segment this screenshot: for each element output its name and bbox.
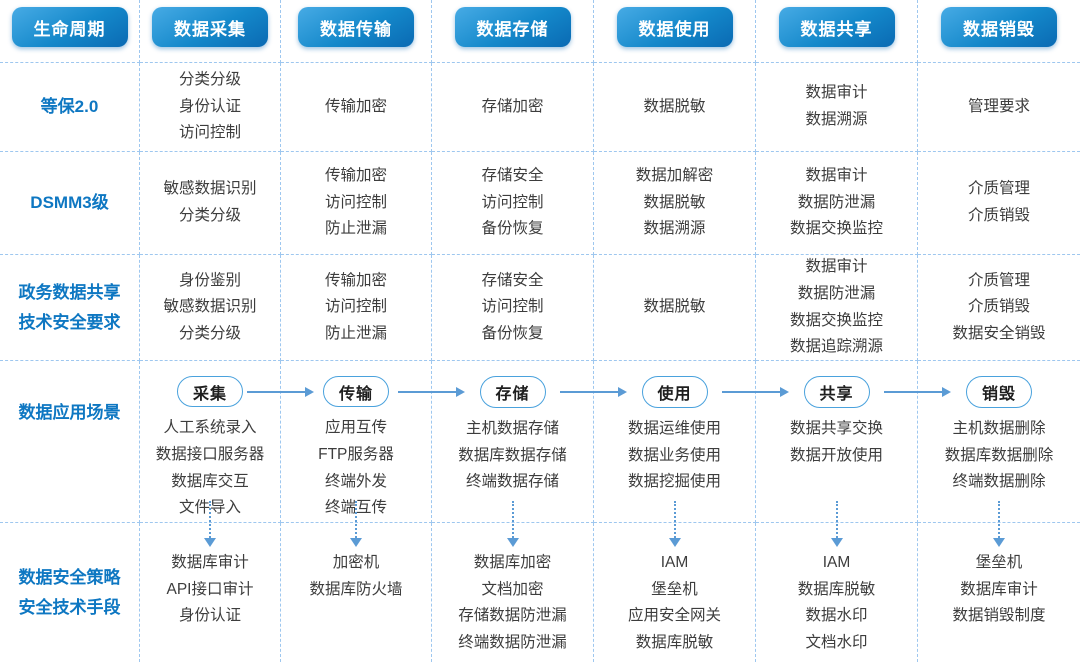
cell-text: 数据审计数据溯源 — [805, 84, 868, 128]
header-button-lifecycle: 生命周期 — [11, 7, 128, 47]
cell-gov-sharing: 数据审计数据防泄漏数据交换监控数据追踪溯源 — [756, 255, 918, 361]
cell-scenario-storage: 存储 主机数据存储数据库数据存储终端数据存储 — [432, 361, 594, 523]
scenario-list: 主机数据删除数据库数据删除终端数据删除 — [944, 420, 1054, 491]
cell-gov-storage: 存储安全访问控制备份恢复 — [432, 255, 594, 361]
cell-dsmm-destruction: 介质管理介质销毁 — [918, 152, 1080, 255]
cell-dengbao-usage: 数据脱敏 — [594, 63, 756, 152]
header-cell-transmission: 数据传输 — [281, 0, 432, 63]
cell-security-transmission: 加密机数据库防火墙 — [281, 523, 432, 662]
cell-dengbao-collection: 分类分级身份认证访问控制 — [140, 63, 281, 152]
header-cell-usage: 数据使用 — [594, 0, 756, 63]
cell-text: 敏感数据识别分类分级 — [163, 180, 257, 224]
cell-dengbao-transmission: 传输加密 — [281, 63, 432, 152]
stage-pill-collection: 采集 — [177, 376, 243, 408]
cell-text: 数据脱敏 — [643, 97, 706, 115]
cell-text: 存储安全访问控制备份恢复 — [481, 271, 544, 342]
row-label-cell-security-measures: 数据安全策略安全技术手段 — [0, 523, 140, 662]
stage-pill-storage: 存储 — [479, 376, 546, 408]
cell-text: 分类分级身份认证访问控制 — [178, 71, 241, 142]
scenario-list: 主机数据存储数据库数据存储终端数据存储 — [458, 420, 567, 491]
row-label-cell-dsmm: DSMM3级 — [0, 152, 140, 255]
security-list: 数据库加密文档加密存储数据防泄漏终端数据防泄漏 — [458, 554, 567, 651]
header-button-destruction: 数据销毁 — [941, 7, 1057, 47]
header-cell-collection: 数据采集 — [140, 0, 281, 63]
cell-security-destruction: 堡垒机数据库审计数据销毁制度 — [918, 523, 1080, 662]
row-label-cell-scenarios: 数据应用场景 — [0, 361, 140, 523]
stage-pill-transmission: 传输 — [323, 376, 389, 408]
cell-text: 传输加密 — [324, 97, 387, 115]
header-cell-destruction: 数据销毁 — [918, 0, 1080, 63]
cell-text: 传输加密访问控制防止泄漏 — [324, 271, 387, 342]
scenario-list: 人工系统录入数据接口服务器数据库交互文件导入 — [155, 419, 265, 517]
cell-text: 介质管理介质销毁数据安全销毁 — [952, 271, 1046, 342]
cell-text: 数据审计数据防泄漏数据交换监控数据追踪溯源 — [789, 258, 883, 356]
cell-text: 介质管理介质销毁 — [967, 180, 1030, 224]
cell-dsmm-transmission: 传输加密访问控制防止泄漏 — [281, 152, 432, 255]
scenario-list: 数据共享交换数据开放使用 — [789, 420, 883, 464]
cell-text: 数据脱敏 — [643, 298, 706, 316]
header-button-collection: 数据采集 — [152, 7, 268, 47]
row-label-security-measures: 数据安全策略安全技术手段 — [18, 567, 121, 617]
cell-security-storage: 数据库加密文档加密存储数据防泄漏终端数据防泄漏 — [432, 523, 594, 662]
row-label-dengbao: 等保2.0 — [40, 97, 99, 117]
cell-dsmm-storage: 存储安全访问控制备份恢复 — [432, 152, 594, 255]
cell-scenario-usage: 使用 数据运维使用数据业务使用数据挖掘使用 — [594, 361, 756, 523]
cell-dengbao-destruction: 管理要求 — [918, 63, 1080, 152]
cell-dengbao-storage: 存储加密 — [432, 63, 594, 152]
cell-text: 数据审计数据防泄漏数据交换监控 — [789, 167, 883, 238]
cell-text: 存储安全访问控制备份恢复 — [481, 167, 544, 238]
cell-text: 管理要求 — [967, 97, 1030, 115]
security-list: 堡垒机数据库审计数据销毁制度 — [952, 554, 1046, 625]
row-label-scenarios: 数据应用场景 — [18, 402, 121, 422]
cell-text: 传输加密访问控制防止泄漏 — [324, 167, 387, 238]
security-list: 加密机数据库防火墙 — [309, 554, 403, 598]
header-cell-storage: 数据存储 — [432, 0, 594, 63]
cell-text: 身份鉴别敏感数据识别分类分级 — [163, 271, 257, 342]
header-cell-sharing: 数据共享 — [756, 0, 918, 63]
cell-text: 存储加密 — [481, 97, 544, 115]
header-button-storage: 数据存储 — [454, 7, 571, 47]
stage-pill-usage: 使用 — [641, 376, 708, 408]
header-button-usage: 数据使用 — [616, 7, 733, 47]
cell-text: 数据加解密数据脱敏数据溯源 — [635, 167, 714, 238]
stage-pill-sharing: 共享 — [803, 376, 870, 408]
cell-dsmm-usage: 数据加解密数据脱敏数据溯源 — [594, 152, 756, 255]
cell-dsmm-sharing: 数据审计数据防泄漏数据交换监控 — [756, 152, 918, 255]
row-label-dsmm: DSMM3级 — [30, 193, 109, 213]
cell-gov-destruction: 介质管理介质销毁数据安全销毁 — [918, 255, 1080, 361]
cell-scenario-sharing: 共享 数据共享交换数据开放使用 — [756, 361, 918, 523]
row-label-cell-dengbao: 等保2.0 — [0, 63, 140, 152]
cell-gov-usage: 数据脱敏 — [594, 255, 756, 361]
row-label-cell-gov-sharing: 政务数据共享技术安全要求 — [0, 255, 140, 361]
header-button-sharing: 数据共享 — [778, 7, 895, 47]
cell-scenario-destruction: 销毁 主机数据删除数据库数据删除终端数据删除 — [918, 361, 1080, 523]
cell-scenario-collection: 采集 人工系统录入数据接口服务器数据库交互文件导入 — [140, 361, 281, 523]
cell-gov-transmission: 传输加密访问控制防止泄漏 — [281, 255, 432, 361]
cell-dsmm-collection: 敏感数据识别分类分级 — [140, 152, 281, 255]
header-button-transmission: 数据传输 — [298, 7, 414, 47]
row-label-gov-sharing: 政务数据共享技术安全要求 — [18, 282, 121, 332]
header-cell-lifecycle: 生命周期 — [0, 0, 140, 63]
cell-gov-collection: 身份鉴别敏感数据识别分类分级 — [140, 255, 281, 361]
scenario-list: 数据运维使用数据业务使用数据挖掘使用 — [627, 420, 721, 491]
stage-pill-destruction: 销毁 — [966, 376, 1032, 408]
cell-dengbao-sharing: 数据审计数据溯源 — [756, 63, 918, 152]
